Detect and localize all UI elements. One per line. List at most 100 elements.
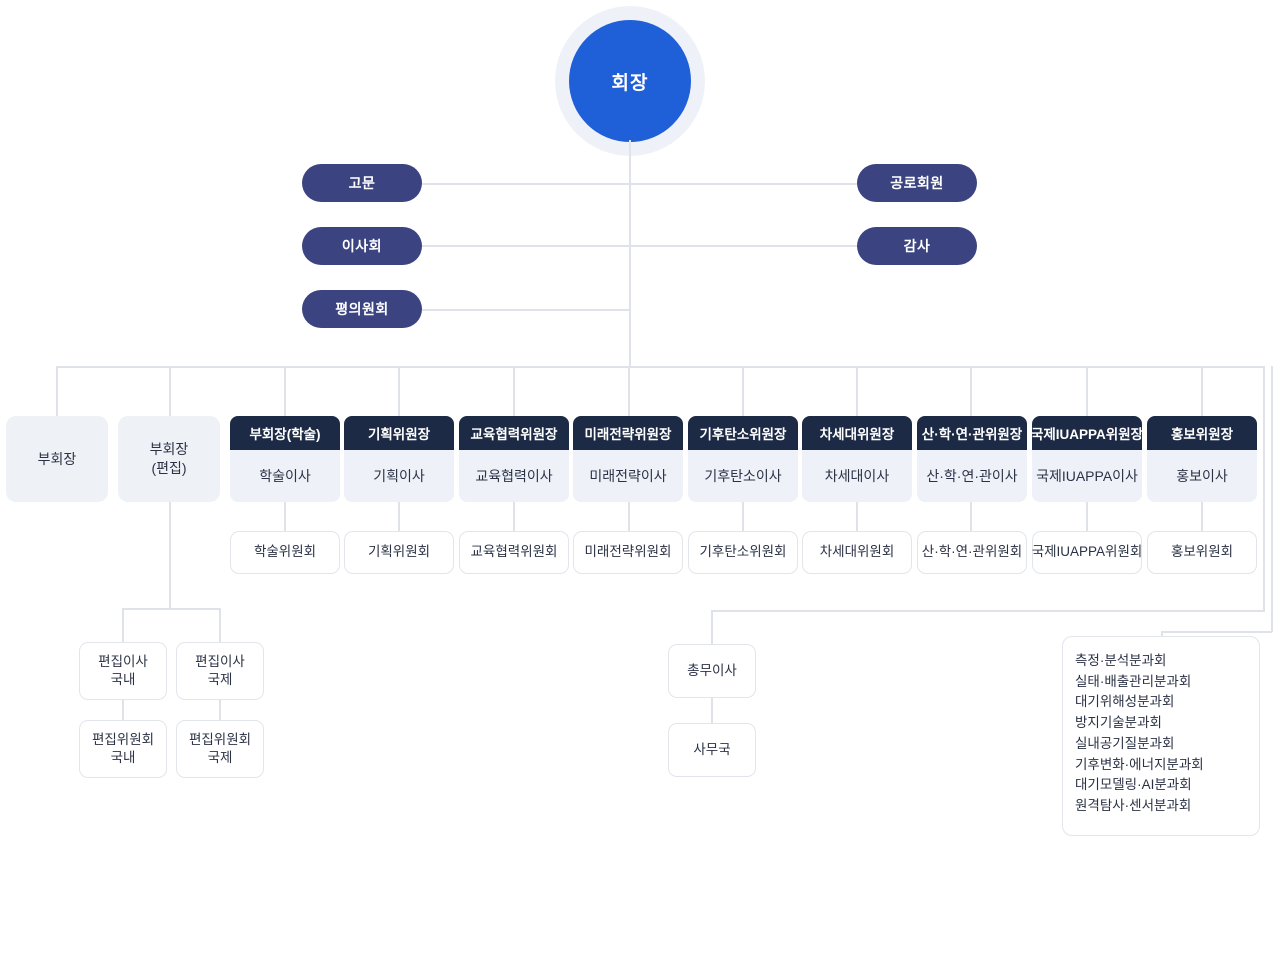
committee-climate-carbon[interactable]: 기후탄소위원회 [688, 531, 798, 574]
committee-editorial-domestic-line2: 국내 [110, 750, 136, 765]
node-editorial-director-international-line2: 국제 [207, 672, 233, 687]
list-item: 측정·분석분과회 [1075, 653, 1167, 668]
column-education-cooperation-chair[interactable]: 교육협력위원장 [459, 416, 569, 450]
list-item: 실내공기질분과회 [1075, 735, 1175, 751]
subcommittee-branch-drop [1161, 631, 1163, 637]
connector-advisor-left-2 [422, 245, 630, 247]
admin-branch-drop [711, 610, 713, 644]
column-education-cooperation-chair-label: 교육협력위원장 [470, 427, 558, 442]
drop-line-col-5 [628, 366, 630, 416]
node-advisor[interactable]: 고문 [302, 164, 422, 202]
column-academic: 부회장(학술) 학술이사 [230, 416, 340, 502]
list-item: 원격탐사·센서분과회 [1075, 797, 1192, 813]
column-planning: 기획위원장 기획이사 [344, 416, 454, 502]
column-climate-carbon-chair-label: 기후탄소위원장 [699, 427, 787, 442]
connector-advisor-left-1 [422, 183, 630, 185]
admin-branch-bar [711, 610, 1264, 612]
node-general-council[interactable]: 평의원회 [302, 290, 422, 328]
column-future-strategy-director-label: 미래전략이사 [589, 468, 667, 484]
column-future-strategy: 미래전략위원장 미래전략이사 [573, 416, 683, 502]
node-board-of-directors[interactable]: 이사회 [302, 227, 422, 265]
committee-industry-academia[interactable]: 산·학·연·관위원회 [917, 531, 1027, 574]
committee-planning[interactable]: 기획위원회 [344, 531, 454, 574]
node-editorial-director-international[interactable]: 편집이사 국제 [176, 642, 264, 700]
trunk-line-vertical [629, 140, 631, 368]
column-future-strategy-director[interactable]: 미래전략이사 [573, 450, 683, 502]
drop-line-col-9 [1086, 366, 1088, 416]
column-public-relations-director-label: 홍보이사 [1176, 468, 1228, 484]
column-academic-director[interactable]: 학술이사 [230, 450, 340, 502]
column-climate-carbon-director[interactable]: 기후탄소이사 [688, 450, 798, 502]
node-vice-chairman[interactable]: 부회장 [6, 416, 108, 502]
column-climate-carbon-director-label: 기후탄소이사 [704, 468, 782, 484]
committee-editorial-international[interactable]: 편집위원회 국제 [176, 720, 264, 778]
committee-education-cooperation[interactable]: 교육협력위원회 [459, 531, 569, 574]
node-meritorious-member[interactable]: 공로회원 [857, 164, 977, 202]
node-vice-chairman-editorial[interactable]: 부회장 (편집) [118, 416, 220, 502]
committee-future-strategy[interactable]: 미래전략위원회 [573, 531, 683, 574]
column-public-relations-chair[interactable]: 홍보위원장 [1147, 416, 1257, 450]
column-next-generation-chair-label: 차세대위원장 [819, 427, 895, 442]
column-planning-chair[interactable]: 기획위원장 [344, 416, 454, 450]
column-public-relations-chair-label: 홍보위원장 [1170, 427, 1234, 442]
column-industry-academia-chair[interactable]: 산·학·연·관위원장 [917, 416, 1027, 450]
node-general-affairs-director[interactable]: 총무이사 [668, 644, 756, 698]
column-academic-chair-label: 부회장(학술) [249, 427, 321, 442]
drop-line-col-0 [56, 366, 58, 416]
column-industry-academia: 산·학·연·관위원장 산·학·연·관이사 [917, 416, 1027, 502]
committee-academic[interactable]: 학술위원회 [230, 531, 340, 574]
column-future-strategy-chair[interactable]: 미래전략위원장 [573, 416, 683, 450]
drop-line-committee-5 [856, 502, 858, 531]
column-planning-director[interactable]: 기획이사 [344, 450, 454, 502]
root-label: 회장 [611, 72, 649, 94]
drop-line-committee-2 [513, 502, 515, 531]
column-international-iuappa-chair[interactable]: 국제IUAPPA위원장 [1031, 416, 1143, 450]
committee-international-iuappa[interactable]: 국제IUAPPA위원회 [1032, 531, 1142, 574]
node-meritorious-member-label: 공로회원 [890, 175, 944, 191]
committee-public-relations[interactable]: 홍보위원회 [1147, 531, 1257, 574]
editorial-committee-drop-domestic [122, 700, 124, 720]
drop-line-col-1 [169, 366, 171, 416]
committee-education-cooperation-label: 교육협력위원회 [470, 544, 558, 560]
column-industry-academia-director[interactable]: 산·학·연·관이사 [917, 450, 1027, 502]
node-editorial-director-domestic[interactable]: 편집이사 국내 [79, 642, 167, 700]
committee-next-generation[interactable]: 차세대위원회 [802, 531, 912, 574]
node-auditor-label: 감사 [903, 238, 931, 254]
editorial-drop-international [219, 608, 221, 642]
column-industry-academia-director-label: 산·학·연·관이사 [926, 468, 1018, 484]
column-education-cooperation: 교육협력위원장 교육협력이사 [459, 416, 569, 502]
node-auditor[interactable]: 감사 [857, 227, 977, 265]
column-climate-carbon-chair[interactable]: 기후탄소위원장 [688, 416, 798, 450]
committee-academic-label: 학술위원회 [253, 544, 317, 560]
column-public-relations-director[interactable]: 홍보이사 [1147, 450, 1257, 502]
subcommittee-list[interactable]: 측정·분석분과회 실태·배출관리분과회 대기위해성분과회 방지기술분과회 실내공… [1062, 636, 1260, 836]
column-international-iuappa-director[interactable]: 국제IUAPPA이사 [1032, 450, 1142, 502]
list-item: 방지기술분과회 [1075, 715, 1162, 731]
column-next-generation-chair[interactable]: 차세대위원장 [802, 416, 912, 450]
root-node-ring: 회장 [555, 6, 705, 156]
column-next-generation-director[interactable]: 차세대이사 [802, 450, 912, 502]
root-node-chairman[interactable]: 회장 [569, 20, 691, 142]
column-education-cooperation-director[interactable]: 교육협력이사 [459, 450, 569, 502]
committee-editorial-domestic[interactable]: 편집위원회 국내 [79, 720, 167, 778]
drop-line-col-2 [284, 366, 286, 416]
subcommittee-branch-bar [1161, 631, 1272, 633]
committee-editorial-international-line1: 편집위원회 [188, 731, 252, 747]
editorial-drop-domestic [122, 608, 124, 642]
column-academic-chair[interactable]: 부회장(학술) [230, 416, 340, 450]
column-next-generation-director-label: 차세대이사 [824, 468, 890, 484]
column-industry-academia-chair-label: 산·학·연·관위원장 [921, 427, 1023, 442]
drop-line-col-8 [970, 366, 972, 416]
node-secretariat[interactable]: 사무국 [668, 723, 756, 777]
right-rail-inner [1271, 366, 1273, 632]
committee-future-strategy-label: 미래전략위원회 [584, 544, 672, 560]
column-international-iuappa: 국제IUAPPA위원장 국제IUAPPA이사 [1031, 416, 1143, 502]
committee-industry-academia-label: 산·학·연·관위원회 [921, 544, 1023, 560]
node-vice-chairman-line1: 부회장 [37, 450, 77, 467]
column-planning-chair-label: 기획위원장 [367, 427, 431, 442]
drop-line-committee-1 [398, 502, 400, 531]
drop-line-col-6 [742, 366, 744, 416]
node-board-of-directors-label: 이사회 [341, 238, 383, 254]
column-climate-carbon: 기후탄소위원장 기후탄소이사 [688, 416, 798, 502]
